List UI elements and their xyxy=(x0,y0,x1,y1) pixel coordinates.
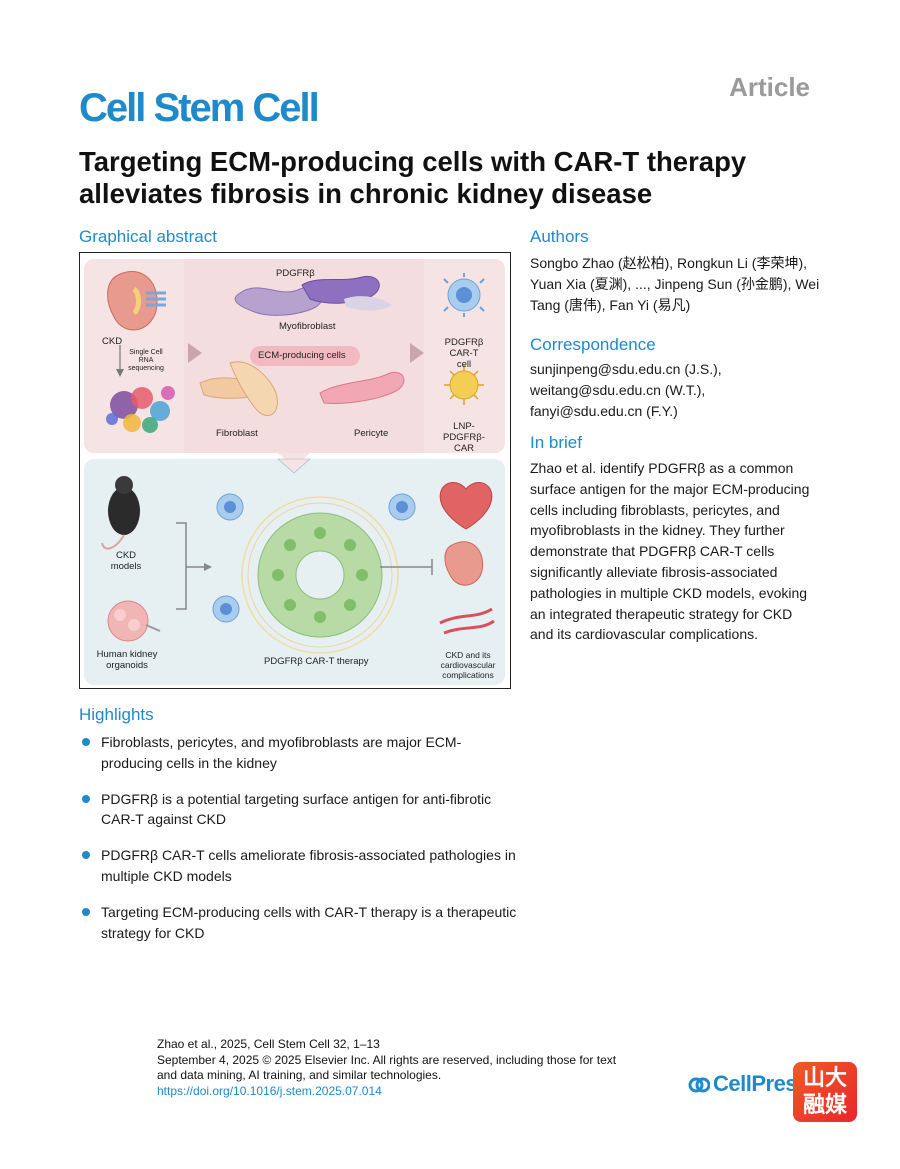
graphical-abstract-heading: Graphical abstract xyxy=(79,227,217,246)
tubule-illustration xyxy=(241,496,399,654)
kidney-icon xyxy=(107,270,166,331)
email-line[interactable]: fanyi@sdu.edu.cn (F.Y.) xyxy=(530,402,678,419)
umap-plot xyxy=(106,386,175,433)
car-t-cells-bottom xyxy=(212,493,416,623)
bullet-icon xyxy=(82,907,90,916)
email-line[interactable]: weitang@sdu.edu.cn (W.T.), xyxy=(530,381,706,398)
kidney-small-icon xyxy=(444,541,484,586)
in-brief-text: Zhao et al. identify PDGFRβ as a common … xyxy=(530,460,810,643)
heart-icon xyxy=(439,482,493,530)
highlight-item: PDGFRβ is a potential targeting surface … xyxy=(79,789,519,831)
label-ecm-producing: ECM-producing cells xyxy=(258,350,346,361)
citation-block: Zhao et al., 2025, Cell Stem Cell 32, 1–… xyxy=(157,1037,617,1099)
myofibroblast-cells xyxy=(234,275,392,316)
label-car-t-cell: PDGFRβ CAR-T cell xyxy=(444,337,484,370)
label-complications: CKD and its cardiovascular complications xyxy=(440,650,496,680)
article-title: Targeting ECM-producing cells with CAR-T… xyxy=(79,146,747,209)
copyright-line: September 4, 2025 © 2025 Elsevier Inc. A… xyxy=(157,1052,617,1083)
label-fibroblast: Fibroblast xyxy=(216,428,258,439)
email-line[interactable]: sunjinpeng@sdu.edu.cn (J.S.), xyxy=(530,361,722,377)
bullet-icon xyxy=(82,851,90,860)
graphical-abstract-illustration xyxy=(84,259,505,685)
authors-heading: Authors xyxy=(530,227,589,246)
highlights-heading: Highlights xyxy=(79,705,154,724)
organoid-icon xyxy=(107,600,161,642)
article-type-label: Article xyxy=(729,72,810,102)
vessel-icon xyxy=(439,607,495,635)
authors-list: Songbo Zhao (赵松柏), Rongkun Li (李荣坤), Yua… xyxy=(530,255,820,313)
fibroblast-cells xyxy=(199,361,278,416)
highlight-item: Fibroblasts, pericytes, and myofibroblas… xyxy=(79,732,519,774)
label-ckd: CKD xyxy=(102,336,123,347)
graphical-abstract-figure: CKD Single Cell RNA sequencing PDGFRβ My… xyxy=(79,252,511,689)
label-pericyte: Pericyte xyxy=(354,428,389,439)
citation-line: Zhao et al., 2025, Cell Stem Cell 32, 1–… xyxy=(157,1037,380,1051)
highlights-list: Fibroblasts, pericytes, and myofibroblas… xyxy=(79,732,519,958)
correspondence-heading: Correspondence xyxy=(530,335,656,354)
label-myofibroblast: Myofibroblast xyxy=(279,321,336,332)
media-badge: 山大融媒 xyxy=(793,1062,857,1122)
cellpress-logo-icon xyxy=(688,1077,710,1093)
label-therapy: PDGFRβ CAR-T therapy xyxy=(264,656,369,667)
highlight-item: Targeting ECM-producing cells with CAR-T… xyxy=(79,902,519,944)
label-pdgfrb: PDGFRβ xyxy=(276,268,315,279)
in-brief-heading: In brief xyxy=(530,433,582,452)
label-scrna: Single Cell RNA sequencing xyxy=(128,349,164,372)
ecm-pill xyxy=(250,346,360,366)
label-organoids: Human kidney organoids xyxy=(96,649,158,671)
highlight-item: PDGFRβ CAR-T cells ameliorate fibrosis-a… xyxy=(79,845,519,887)
journal-logo: Cell Stem Cell xyxy=(79,86,320,130)
label-lnp: LNP-PDGFRβ-CAR xyxy=(443,421,485,454)
pericyte-cell xyxy=(319,371,405,404)
bullet-icon xyxy=(82,794,90,803)
bullet-icon xyxy=(82,738,90,746)
correspondence-emails: sunjinpeng@sdu.edu.cn (J.S.), weitang@sd… xyxy=(530,359,820,421)
lnp-icon xyxy=(444,365,484,405)
label-ckd-models: CKD models xyxy=(110,550,142,572)
car-t-cell-icon xyxy=(443,273,485,317)
mouse-icon xyxy=(101,476,140,550)
doi-link[interactable]: https://doi.org/10.1016/j.stem.2025.07.0… xyxy=(157,1083,382,1098)
